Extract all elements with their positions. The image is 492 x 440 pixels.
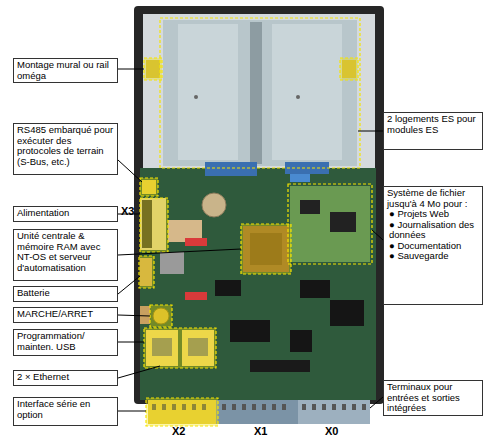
mounting-callout: Montage mural ou rail oméga <box>13 58 118 83</box>
bullet-item: ● Journalisation des données <box>387 220 479 241</box>
serial-callout: Interface série en option <box>13 397 118 426</box>
callout-text: Montage mural ou rail oméga <box>17 60 114 81</box>
ethernet-callout: 2 × Ethernet <box>13 370 118 386</box>
terminal-callout: Terminaux pour entrées et sorties intégr… <box>383 380 483 416</box>
connector-label: X3 <box>121 205 134 217</box>
callout-text: RS485 embarqué pour exécuter des protoco… <box>17 125 114 167</box>
connector-label: X0 <box>325 425 338 437</box>
callout-text: Système de fichier jusqu'à 4 Mo pour : <box>387 188 479 209</box>
callout-text: Unité centrale & mémoire RAM avec NT-OS … <box>17 231 114 273</box>
connector-label: X2 <box>172 425 185 437</box>
callout-text: Programmation/ mainten. USB <box>17 331 114 352</box>
rs485-callout: RS485 embarqué pour exécuter des protoco… <box>13 123 118 175</box>
callout-text: 2 logements ES pour modules ES <box>387 114 479 135</box>
connector-label: X1 <box>254 425 267 437</box>
callout-text: MARCHE/ARRET <box>17 309 114 320</box>
bullet-item: ● Sauvegarde <box>387 251 479 262</box>
power-callout: Alimentation <box>13 206 118 222</box>
bullet-item: ● Projets Web <box>387 209 479 220</box>
cpu-callout: Unité centrale & mémoire RAM avec NT-OS … <box>13 229 118 281</box>
bullet-item: ● Documentation <box>387 241 479 252</box>
usb-callout: Programmation/ mainten. USB <box>13 329 118 356</box>
battery-callout: Batterie <box>13 286 118 302</box>
switch-callout: MARCHE/ARRET <box>13 307 118 323</box>
callout-text: Interface série en option <box>17 399 114 420</box>
callout-text: Alimentation <box>17 208 114 219</box>
callout-text: Terminaux pour entrées et sorties intégr… <box>387 382 479 414</box>
callout-text: 2 × Ethernet <box>17 372 114 383</box>
filesystem-callout: Système de fichier jusqu'à 4 Mo pour :● … <box>383 186 483 305</box>
io-slot-callout: 2 logements ES pour modules ES <box>383 112 483 150</box>
callout-text: Batterie <box>17 288 114 299</box>
